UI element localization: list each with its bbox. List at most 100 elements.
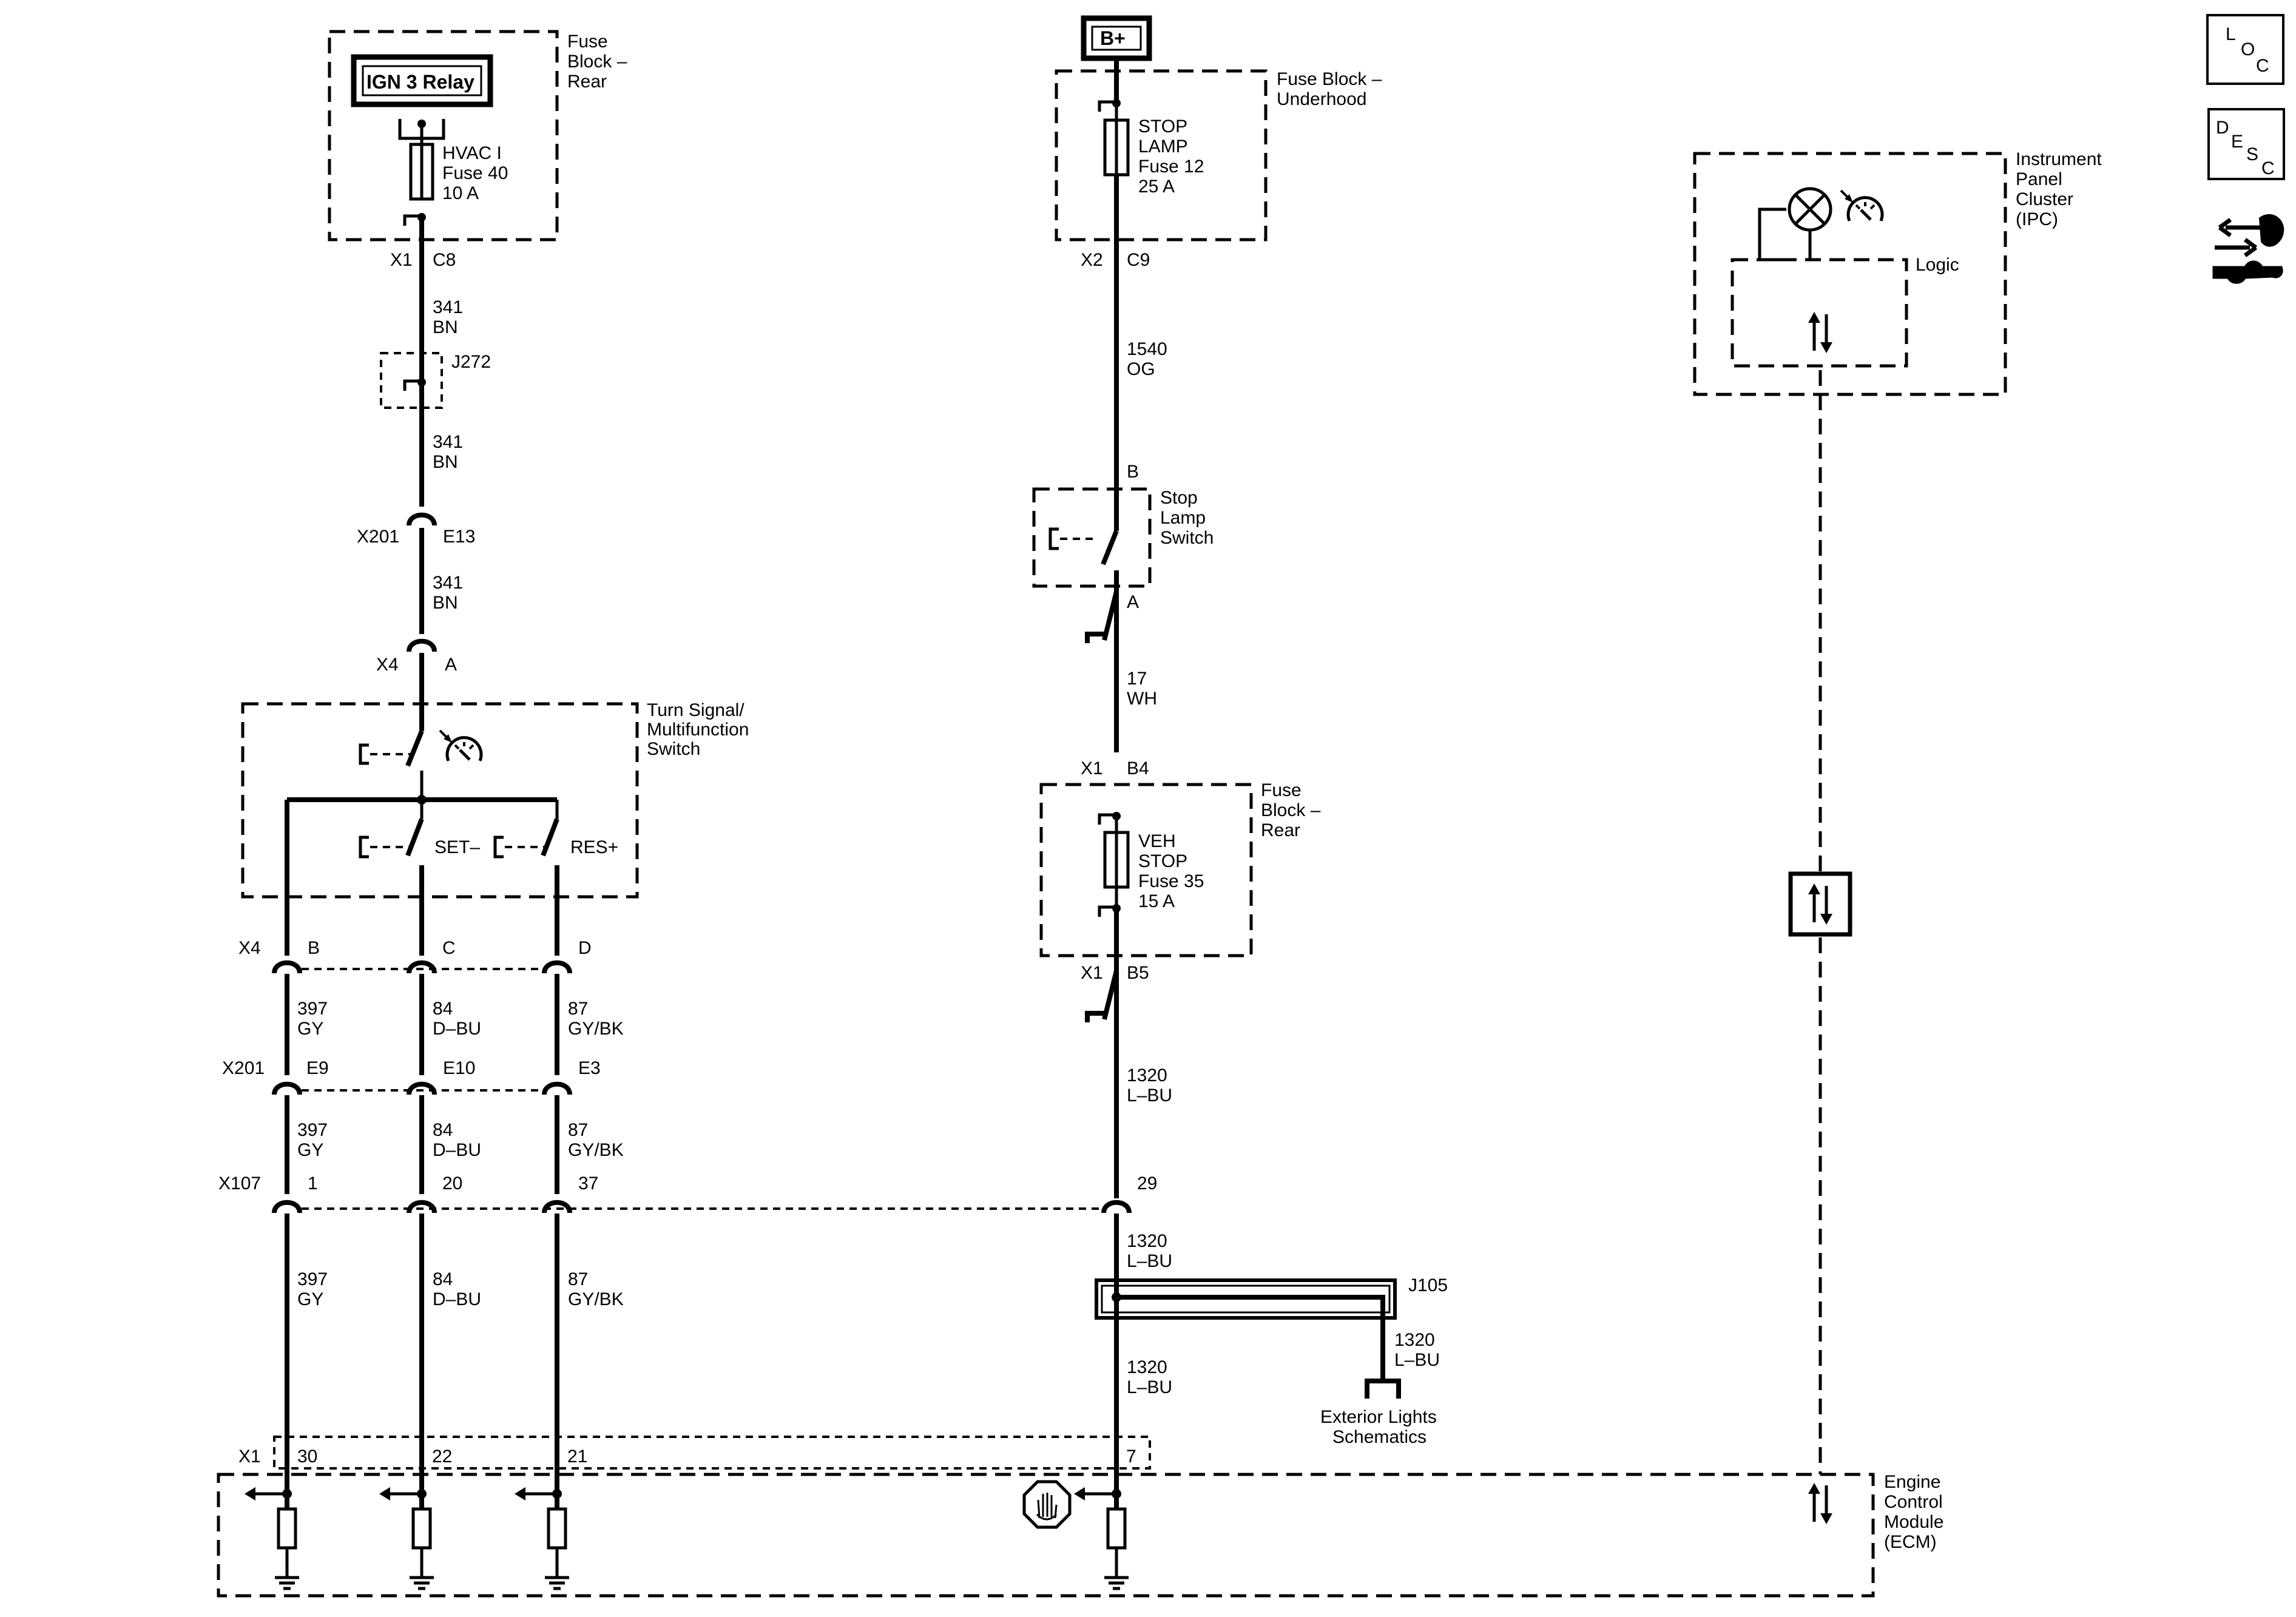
svg-text:25 A: 25 A <box>1138 177 1175 197</box>
svg-text:X201: X201 <box>222 1058 265 1078</box>
svg-text:1540: 1540 <box>1127 339 1167 359</box>
svg-text:X201: X201 <box>357 527 399 547</box>
ign3-relay: IGN 3 Relay <box>351 54 493 107</box>
svg-text:30: 30 <box>297 1447 317 1467</box>
svg-text:BN: BN <box>433 317 458 337</box>
svg-text:OG: OG <box>1127 359 1155 379</box>
svg-text:Multifunction: Multifunction <box>647 720 749 740</box>
loc-icon[interactable]: L O C <box>2206 14 2284 85</box>
svg-text:Turn Signal/: Turn Signal/ <box>647 700 745 720</box>
desc-icon[interactable]: D E S C <box>2207 108 2285 180</box>
svg-text:Fuse 12: Fuse 12 <box>1138 157 1204 177</box>
svg-text:1320: 1320 <box>1127 1357 1167 1377</box>
svg-text:D–BU: D–BU <box>433 1019 481 1039</box>
svg-text:GY: GY <box>297 1140 323 1160</box>
svg-text:GY/BK: GY/BK <box>568 1140 624 1160</box>
svg-text:VEH: VEH <box>1138 831 1176 851</box>
instrument-panel-cluster: Instrument Panel Cluster (IPC) Logic <box>1693 149 2102 396</box>
stop-lamp-switch: Stop Lamp Switch <box>1032 487 1214 592</box>
svg-text:L–BU: L–BU <box>1127 1251 1172 1271</box>
svg-text:E3: E3 <box>578 1058 601 1078</box>
svg-text:29: 29 <box>1137 1173 1157 1193</box>
svg-text:X1: X1 <box>1081 963 1103 983</box>
x1-ecm-connector: X1 30 22 21 7 <box>238 1436 1151 1470</box>
svg-text:X107: X107 <box>218 1173 261 1193</box>
svg-text:X4: X4 <box>238 938 261 958</box>
svg-text:87: 87 <box>568 1269 588 1289</box>
svg-text:397: 397 <box>297 1120 328 1140</box>
svg-text:C: C <box>442 938 456 958</box>
svg-text:Switch: Switch <box>1160 528 1214 548</box>
svg-text:Underhood: Underhood <box>1277 89 1366 109</box>
svg-text:GY: GY <box>297 1019 323 1039</box>
svg-text:10 A: 10 A <box>442 183 479 203</box>
svg-text:Lamp: Lamp <box>1160 508 1206 528</box>
svg-text:Schematics: Schematics <box>1332 1427 1427 1447</box>
svg-text:L–BU: L–BU <box>1127 1085 1172 1106</box>
svg-text:1320: 1320 <box>1394 1330 1435 1350</box>
svg-text:GY/BK: GY/BK <box>568 1289 624 1309</box>
svg-text:L–BU: L–BU <box>1127 1377 1172 1397</box>
svg-text:397: 397 <box>297 1269 328 1289</box>
svg-text:C8: C8 <box>433 250 456 270</box>
svg-text:(IPC): (IPC) <box>2016 209 2058 229</box>
svg-text:Fuse 40: Fuse 40 <box>442 163 508 183</box>
svg-text:HVAC I: HVAC I <box>442 143 502 163</box>
svg-text:Rear: Rear <box>1261 820 1300 840</box>
svg-text:STOP: STOP <box>1138 116 1187 137</box>
svg-text:LAMP: LAMP <box>1138 137 1188 157</box>
svg-text:A: A <box>1127 592 1139 612</box>
svg-text:Instrument: Instrument <box>2016 149 2102 169</box>
svg-text:GY: GY <box>297 1289 323 1309</box>
svg-text:341: 341 <box>433 432 463 452</box>
svg-text:A: A <box>445 655 457 675</box>
svg-text:84: 84 <box>433 1120 453 1140</box>
svg-text:WH: WH <box>1127 689 1157 709</box>
fuse-block-rear-mid: Fuse Block – Rear <box>1039 780 1321 957</box>
connector-wrench-icon[interactable] <box>2212 214 2284 284</box>
svg-text:J272: J272 <box>451 352 491 372</box>
svg-text:E9: E9 <box>306 1058 329 1078</box>
fuse-block-underhood: Fuse Block – Underhood <box>1055 69 1382 241</box>
svg-text:E10: E10 <box>443 1058 475 1078</box>
svg-text:E13: E13 <box>443 527 475 547</box>
svg-text:87: 87 <box>568 1120 588 1140</box>
svg-text:Panel: Panel <box>2016 169 2062 189</box>
svg-text:S: S <box>2246 144 2258 164</box>
svg-text:B4: B4 <box>1127 758 1149 778</box>
turn-signal-multifunction-switch: Turn Signal/ Multifunction Switch SET– R… <box>241 700 749 899</box>
svg-text:X2: X2 <box>1081 250 1103 270</box>
splice-j272: J272 <box>380 352 491 409</box>
svg-text:84: 84 <box>433 999 453 1019</box>
svg-text:341: 341 <box>433 297 463 317</box>
svg-text:Switch: Switch <box>647 739 700 759</box>
svg-text:1: 1 <box>308 1173 318 1193</box>
svg-text:C9: C9 <box>1127 250 1150 270</box>
svg-text:397: 397 <box>297 999 328 1019</box>
svg-text:STOP: STOP <box>1138 851 1187 871</box>
svg-text:Logic: Logic <box>1916 255 1959 275</box>
svg-text:Fuse Block –: Fuse Block – <box>1277 69 1382 89</box>
svg-text:84: 84 <box>433 1269 453 1289</box>
svg-text:(ECM): (ECM) <box>1884 1532 1937 1552</box>
svg-text:E: E <box>2231 132 2243 152</box>
svg-text:B: B <box>308 938 320 958</box>
svg-text:Engine: Engine <box>1884 1472 1940 1492</box>
svg-text:BN: BN <box>433 593 458 613</box>
svg-text:BN: BN <box>433 452 458 472</box>
svg-text:B5: B5 <box>1127 963 1149 983</box>
veh-stop-fuse-35: VEH STOP Fuse 35 15 A <box>1103 831 1204 911</box>
brake-symbol-icon <box>1022 1480 1072 1529</box>
svg-text:X1: X1 <box>390 250 413 270</box>
svg-text:C: C <box>2256 56 2269 76</box>
svg-text:21: 21 <box>567 1447 587 1467</box>
svg-text:Rear: Rear <box>567 72 607 92</box>
svg-text:1320: 1320 <box>1127 1231 1167 1251</box>
splice-j105: J105 <box>1095 1275 1448 1380</box>
svg-text:D–BU: D–BU <box>433 1140 481 1160</box>
svg-text:1320: 1320 <box>1127 1065 1167 1085</box>
svg-text:Cluster: Cluster <box>2016 189 2073 209</box>
svg-text:22: 22 <box>432 1447 452 1467</box>
